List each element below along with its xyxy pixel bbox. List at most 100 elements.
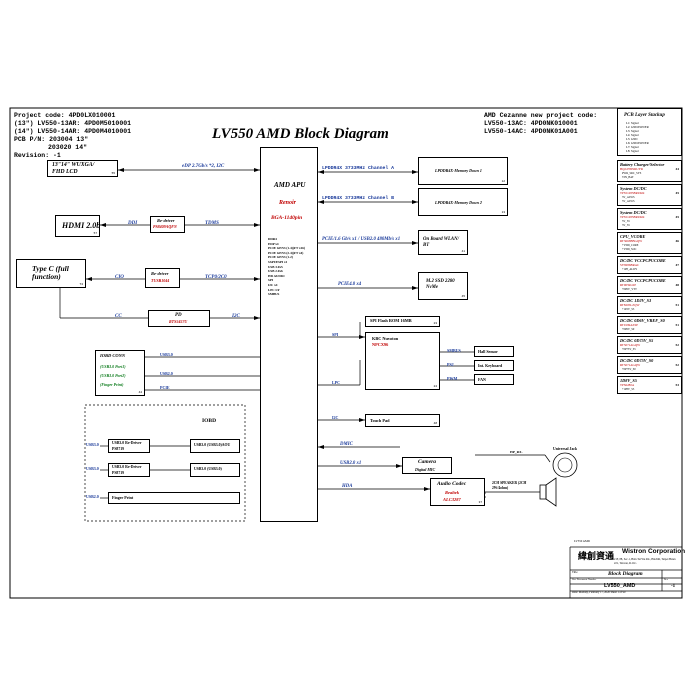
title-label: Title xyxy=(572,570,578,574)
stackup-title: PCB Layer Stackup xyxy=(624,113,665,118)
touchpad-pin: 48 xyxy=(433,421,437,425)
iobd-usb2: USB2.0 xyxy=(86,494,99,499)
mem-down-1-pin: 12 xyxy=(501,179,505,183)
power-block-page: 51 xyxy=(675,303,680,307)
wlan-signal: PCIE/1.6 Gb/s x1 / USB2.0 480Mb/s x1 xyxy=(322,237,401,242)
spi-flash-pin: 23 xyxy=(433,321,437,325)
keyboard-block: Int. Keyboard xyxy=(474,360,514,371)
apu-name: Renoir xyxy=(279,200,297,206)
pcb-pn: PCB P/N: 203004 13" xyxy=(14,136,89,143)
power-block-page: 46 xyxy=(675,239,680,243)
iobd-port1-label: USB3.0 (USB3.0)AOU xyxy=(194,443,231,447)
power-block-row: 5V_ALWS xyxy=(622,200,635,203)
doc-label: Size Document Number xyxy=(572,578,597,581)
revision: Revision: -1 xyxy=(14,152,61,159)
power-block-title: DC/DC 0D75V_S0 xyxy=(620,358,654,363)
iobd-title: IOBD xyxy=(202,418,217,424)
apu-interface-item: DDR4 xyxy=(268,237,277,241)
hdmi-redriver: Re-driver PS8409AQFN xyxy=(150,216,185,233)
project-code: Project code: 4PD0LX010001 xyxy=(14,112,116,119)
iobd-port2: USB3.0 (USB3.0) xyxy=(190,463,240,477)
codec-block: Audio Codec Realtek ALC3287 37 xyxy=(430,478,485,506)
power-block-row: +0P75V_S5 xyxy=(622,348,636,351)
power-block-part: SY8286BRAC xyxy=(620,263,640,267)
kbc-part: NPCX96 xyxy=(372,342,389,347)
apu-block xyxy=(260,147,318,522)
power-block-row: +0P6V_S0 xyxy=(622,328,635,331)
stackup-layer: L5: GND xyxy=(626,137,638,141)
lpc-signal: LPC xyxy=(332,380,340,385)
i2c-signal-right: I2C xyxy=(332,415,339,420)
new-project-14: LV550-14AC: 4PD0NK01A001 xyxy=(484,128,578,135)
doc-value: LV550_AMD xyxy=(604,583,636,589)
apu-interface-item: USB 3.0x5 xyxy=(268,264,283,269)
iobd-redriver1-label: USB3.0 Re-Driver xyxy=(112,441,142,445)
stackup-layer: L4: Signal xyxy=(626,133,639,137)
apu-interface-item: EDP x4 xyxy=(268,241,279,246)
titleblock-top-label: LV550 AMD xyxy=(574,539,590,543)
rev-value: -1 xyxy=(671,584,676,589)
power-block-part: RT9059GSP xyxy=(620,283,637,287)
stackup-layer: L7: Signal xyxy=(626,145,639,149)
cio-signal: CIO xyxy=(115,275,124,280)
iobd-usb2-signal: USB2.0 xyxy=(160,371,173,376)
iobd-fingerprint: Finger Print xyxy=(108,492,240,504)
power-block-title: DC/DC 0D75V_S5 xyxy=(620,338,654,343)
power-block-part: TPS51285BRUKR xyxy=(620,191,645,195)
power-block-page: 51 xyxy=(675,323,680,327)
camera-block: Camera Digital MIC xyxy=(402,457,452,474)
camera-sub: Digital MIC xyxy=(415,467,436,472)
power-block-row: +VDD_SOC xyxy=(622,248,637,251)
iobd-pcie-signal: PCIE xyxy=(160,385,170,390)
title-value: Block Diagram xyxy=(608,571,643,577)
typec-label: Type C (full function) xyxy=(32,264,69,281)
power-block-row: +1P8V_S5 xyxy=(622,388,635,391)
apu-title: AMD APU xyxy=(274,181,306,189)
apu-interface-item: PCIE GEN3 (2-4)(FT x4) xyxy=(268,250,304,255)
camera-label: Camera xyxy=(418,459,437,465)
ssd-block: M.2 SSD 2280 NvMe 45 xyxy=(418,272,468,300)
iobd-port1: USB3.0 (USB3.0)AOU xyxy=(190,439,240,453)
lcd-label: 13"14" WUXGA/ FHD LCD xyxy=(52,162,95,175)
iobd-conn-port2: (USB3.0 Port2) xyxy=(100,373,126,378)
wlan-block: On Board WLAN/ BT 41 xyxy=(418,230,468,255)
power-block-page: 48 xyxy=(675,283,680,287)
stackup-layer: L2: GND/POWER xyxy=(626,125,649,129)
apu-package: BGA-1140pin xyxy=(271,215,303,221)
mem-down-2: LPDDR4X-Memory Down 2 13 xyxy=(418,188,508,216)
power-block-part: RT9199AZSP xyxy=(620,323,639,327)
codec-pin: 37 xyxy=(478,500,482,504)
project-13: (13") LV550-13AR: 4PD0M5010001 xyxy=(14,120,132,127)
power-block-page: 47 xyxy=(675,263,680,267)
power-block-part: RT8205LZQW xyxy=(620,303,640,307)
stackup-layer: L3: Signal xyxy=(626,129,639,133)
tdms-signal: TDMS xyxy=(205,221,219,226)
power-block-row: PWR_SRC_SYS xyxy=(622,172,642,175)
power-block-row: +VDD_CORE xyxy=(622,244,639,247)
mem-ch-b: LPDDR4X 3733MHz Channel B xyxy=(322,196,394,201)
iobd-redriver1-part: PS8719 xyxy=(112,447,125,451)
hdmi-redriver-label: Re-driver xyxy=(157,218,175,223)
typec-redriver-part: TUSB1044 xyxy=(151,278,170,283)
power-block-part: TPS51285BRUKR xyxy=(620,215,645,219)
apu-interface-item: PCIE GEN3 (1-4)(FT x16) xyxy=(268,246,306,251)
new-project-13: LV550-13AC: 4PD0NK010001 xyxy=(484,120,578,127)
codec-label: Audio Codec xyxy=(437,481,467,487)
pcb-pn-14: 203020 14" xyxy=(48,144,88,151)
hdmi-block: HDMI 2.0b 57 xyxy=(55,215,100,237)
power-block-page: 45 xyxy=(675,215,680,219)
power-block-page: 44 xyxy=(675,167,680,171)
spi-flash-label: SPI Flash ROM 16MB xyxy=(370,318,412,323)
pd-label: PD xyxy=(175,313,182,318)
hda-signal: HDA xyxy=(342,484,353,489)
typec-redriver-label: Re-driver xyxy=(151,271,169,276)
power-block-page: 53 xyxy=(675,383,680,387)
power-block-title: DC/DC VCCPCPUCORE xyxy=(620,278,666,283)
pd-part: RTS5457U xyxy=(169,319,188,324)
